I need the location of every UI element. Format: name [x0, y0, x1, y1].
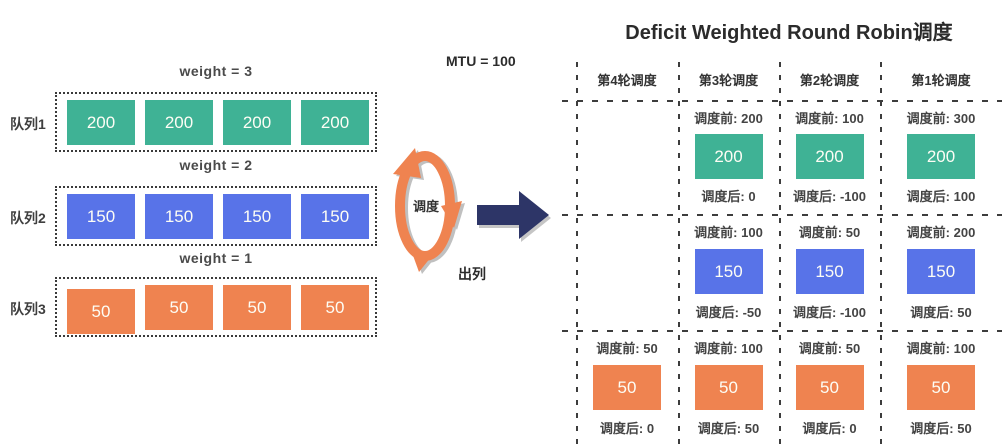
deficit-before-label: 调度前: 100: [906, 341, 976, 356]
deficit-before-label: 调度前: 50: [798, 341, 861, 356]
packet-box: 150: [694, 249, 763, 294]
deficit-after-label: 调度后: 100: [906, 189, 976, 204]
round-cell: 调度前: 200 200 调度后: 0: [678, 100, 779, 214]
queue-name-label: 队列2: [10, 210, 46, 226]
packet-box: 150: [145, 194, 213, 239]
packet-box-frame: 50: [901, 359, 981, 416]
table-horizontal-divider: [562, 100, 1002, 102]
deficit-after-label: 调度后: -100: [793, 305, 866, 320]
queue-weight-label: weight = 1: [179, 250, 253, 266]
packet-box: 200: [694, 134, 763, 179]
round-cell: 调度前: 200 150 调度后: 50: [880, 214, 1002, 330]
flow-arrow-icon: [477, 191, 549, 239]
scheduler-cycle-icon: [393, 148, 462, 272]
packet-box-frame: 200: [688, 128, 769, 185]
packet-box-frame: 200: [901, 128, 981, 185]
packet-box: 150: [795, 249, 864, 294]
round-cell: 调度前: 300 200 调度后: 100: [880, 100, 1002, 214]
deficit-after-label: 调度后: 50: [910, 421, 972, 436]
diagram-title: Deficit Weighted Round Robin调度: [625, 22, 953, 44]
packet-box: 200: [223, 100, 291, 145]
queue-name-label: 队列3: [10, 301, 46, 317]
deficit-before-label: 调度前: 50: [596, 341, 658, 356]
round-column-header: 第1轮调度: [911, 73, 971, 88]
deficit-after-label: 调度后: 50: [910, 305, 972, 320]
packet-box: 50: [223, 285, 291, 330]
deficit-after-label: 调度后: 0: [599, 421, 655, 436]
packet-box: 50: [593, 365, 661, 410]
packet-box-frame: 150: [901, 243, 981, 300]
round-cell: 调度前: 100 50 调度后: 50: [678, 330, 779, 446]
round-cell: 调度前: 100 200 调度后: -100: [779, 100, 880, 214]
deficit-after-label: 调度后: -50: [695, 305, 762, 320]
round-column-header: 第3轮调度: [698, 73, 759, 88]
packet-box: 200: [145, 100, 213, 145]
packet-box: 50: [67, 289, 135, 334]
packet-box: 150: [301, 194, 369, 239]
packet-box: 150: [907, 249, 975, 294]
deficit-before-label: 调度前: 50: [798, 225, 861, 240]
round-column-header: 第4轮调度: [597, 73, 657, 88]
queue-weight-label: weight = 3: [179, 63, 253, 79]
deficit-before-label: 调度前: 200: [694, 111, 763, 126]
table-horizontal-divider: [562, 214, 1002, 216]
round-cell: 调度前: 100 150 调度后: -50: [678, 214, 779, 330]
packet-box: 50: [301, 285, 369, 330]
deficit-after-label: 调度后: -100: [793, 189, 866, 204]
packet-box: 50: [795, 365, 864, 410]
deficit-after-label: 调度后: 50: [697, 421, 760, 436]
deficit-before-label: 调度前: 200: [906, 225, 976, 240]
packet-box-frame: 150: [688, 243, 769, 300]
packet-box: 50: [907, 365, 975, 410]
deficit-before-label: 调度前: 100: [694, 225, 763, 240]
packet-box: 200: [67, 100, 135, 145]
scheduler-cycle-label: 调度: [412, 199, 439, 214]
dequeue-label: 出列: [458, 266, 486, 282]
packet-box-frame: 200: [789, 128, 870, 185]
packet-box: 200: [301, 100, 369, 145]
packet-box: 50: [145, 285, 213, 330]
table-horizontal-divider: [562, 330, 1002, 332]
queue-name-label: 队列1: [10, 116, 46, 132]
table-vertical-divider: [779, 62, 781, 446]
packet-box: 50: [694, 365, 763, 410]
packet-box: 200: [795, 134, 864, 179]
packet-box: 200: [907, 134, 975, 179]
deficit-after-label: 调度后: 0: [701, 189, 756, 204]
deficit-after-label: 调度后: 0: [802, 421, 857, 436]
packet-box-frame: 50: [688, 359, 769, 416]
table-vertical-divider: [678, 62, 680, 446]
round-cell: 调度前: 50 50 调度后: 0: [779, 330, 880, 446]
packet-box-frame: 150: [789, 243, 870, 300]
round-cell: 调度前: 100 50 调度后: 50: [880, 330, 1002, 446]
packet-box: 150: [223, 194, 291, 239]
round-cell: 调度前: 50 50 调度后: 0: [576, 330, 678, 446]
deficit-before-label: 调度前: 100: [694, 341, 763, 356]
table-vertical-divider: [880, 62, 882, 446]
round-column-header: 第2轮调度: [799, 73, 860, 88]
mtu-label: MTU = 100: [446, 53, 516, 69]
packet-box: 150: [67, 194, 135, 239]
round-cell: 调度前: 50 150 调度后: -100: [779, 214, 880, 330]
deficit-before-label: 调度前: 100: [795, 111, 864, 126]
packet-box-frame: 50: [789, 359, 870, 416]
table-vertical-divider: [576, 62, 578, 446]
deficit-before-label: 调度前: 300: [906, 111, 976, 126]
packet-box-frame: 50: [587, 359, 667, 416]
queue-weight-label: weight = 2: [179, 157, 253, 173]
